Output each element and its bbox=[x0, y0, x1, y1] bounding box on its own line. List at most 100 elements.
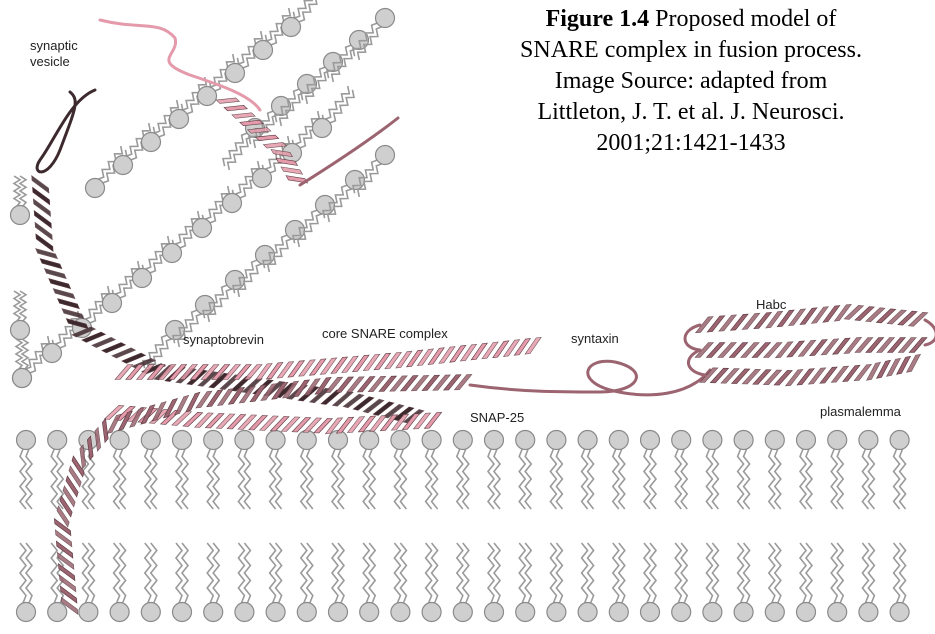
lipid-head-icon bbox=[114, 156, 133, 175]
lipid-tail bbox=[488, 449, 494, 509]
habc-helix-c bbox=[700, 354, 921, 386]
lipid-tail bbox=[88, 543, 94, 603]
lipid-head-icon bbox=[859, 431, 878, 450]
lipid-tail bbox=[26, 543, 32, 603]
label-synaptobrevin: synaptobrevin bbox=[183, 332, 264, 347]
label-synaptic: synaptic bbox=[30, 38, 78, 53]
lipid-tail bbox=[207, 449, 213, 509]
lipid-tail bbox=[463, 543, 469, 603]
lipid-head-icon bbox=[282, 18, 301, 37]
lipid-tail bbox=[675, 449, 681, 509]
lipid-head-icon bbox=[391, 431, 410, 450]
lipid-head-icon bbox=[141, 431, 160, 450]
lipid-head-icon bbox=[141, 603, 160, 622]
alpha-helix-icon bbox=[44, 269, 66, 279]
lipid-head-icon bbox=[253, 169, 272, 188]
figure-source-3: 2001;21:1421-1433 bbox=[452, 128, 930, 159]
lipid-tail bbox=[457, 449, 463, 509]
lipid-head-icon bbox=[360, 431, 379, 450]
lipid-tail bbox=[176, 449, 182, 509]
lipid-head-icon bbox=[329, 603, 348, 622]
lipid-head-icon bbox=[170, 110, 189, 129]
lipid-head-icon bbox=[609, 603, 628, 622]
lipid-head-icon bbox=[797, 603, 816, 622]
alpha-helix-icon bbox=[263, 142, 286, 148]
lipid-head-icon bbox=[173, 431, 192, 450]
alpha-helix-icon bbox=[62, 309, 84, 319]
lipid-head-icon bbox=[485, 603, 504, 622]
lipid-head-icon bbox=[223, 194, 242, 213]
lipid-head-icon bbox=[173, 603, 192, 622]
alpha-helix-icon bbox=[281, 167, 302, 174]
synaptobrevin-tail bbox=[37, 90, 95, 172]
lipid-tail bbox=[837, 543, 843, 603]
lipid-head-icon bbox=[360, 603, 379, 622]
figure-number: Figure 1.4 bbox=[546, 6, 650, 32]
lipid-tail bbox=[20, 449, 26, 509]
lipid-tail bbox=[228, 137, 252, 170]
lipid-head-icon bbox=[103, 294, 122, 313]
lipid-tail bbox=[681, 543, 687, 603]
lipid-tail bbox=[862, 449, 868, 509]
alpha-helix-icon bbox=[216, 98, 239, 104]
lipid-head-icon bbox=[641, 603, 660, 622]
lipid-tail bbox=[369, 543, 375, 603]
lipid-tail bbox=[51, 449, 57, 509]
lipid-head-icon bbox=[110, 603, 129, 622]
lipid-head-icon bbox=[828, 603, 847, 622]
alpha-helix-icon bbox=[58, 299, 80, 309]
lipid-tail bbox=[114, 449, 120, 509]
lipid-head-icon bbox=[703, 603, 722, 622]
figure-caption: Figure 1.4 Proposed model of SNARE compl… bbox=[452, 4, 930, 159]
lipid-head-icon bbox=[516, 431, 535, 450]
lipid-tail bbox=[182, 543, 188, 603]
lipid-head-icon bbox=[266, 603, 285, 622]
lipid-tail bbox=[550, 449, 556, 509]
lipid-head-icon bbox=[48, 431, 67, 450]
lipid-head-icon bbox=[313, 119, 332, 138]
lipid-head-icon bbox=[297, 431, 316, 450]
lipid-head-icon bbox=[765, 431, 784, 450]
lipid-head-icon bbox=[422, 603, 441, 622]
lipid-head-icon bbox=[110, 431, 129, 450]
lipid-head-icon bbox=[516, 603, 535, 622]
lipid-head-icon bbox=[453, 431, 472, 450]
label-habc: Habc bbox=[756, 297, 786, 312]
lipid-tail bbox=[800, 449, 806, 509]
figure-title: SNARE complex in fusion process. bbox=[452, 35, 930, 66]
figure-title-start: Proposed model of bbox=[655, 6, 836, 32]
lipid-tail bbox=[57, 543, 63, 603]
lipid-head-icon bbox=[346, 171, 365, 190]
label-plasmalemma: plasmalemma bbox=[820, 404, 901, 419]
lipid-head-icon bbox=[859, 603, 878, 622]
lipid-head-icon bbox=[166, 321, 185, 340]
lipid-tail bbox=[22, 339, 28, 369]
label-core-snare-complex: core SNARE complex bbox=[322, 326, 448, 341]
lipid-head-icon bbox=[193, 219, 212, 238]
lipid-head-icon bbox=[11, 321, 30, 340]
lipid-head-icon bbox=[48, 603, 67, 622]
lipid-head-icon bbox=[734, 603, 753, 622]
lipid-head-icon bbox=[765, 603, 784, 622]
lipid-tail bbox=[238, 449, 244, 509]
lipid-tail bbox=[868, 543, 874, 603]
alpha-helix-icon bbox=[53, 289, 75, 299]
lipid-tail bbox=[363, 449, 369, 509]
lipid-head-icon bbox=[17, 603, 36, 622]
lipid-tail bbox=[244, 543, 250, 603]
alpha-helix-icon bbox=[232, 113, 255, 119]
lipid-head-icon bbox=[734, 431, 753, 450]
lipid-head-icon bbox=[609, 431, 628, 450]
lipid-head-icon bbox=[297, 603, 316, 622]
alpha-helix-icon bbox=[36, 249, 58, 259]
lipid-tail bbox=[338, 543, 344, 603]
lipid-head-icon bbox=[376, 9, 395, 28]
lipid-tail bbox=[582, 449, 588, 509]
lipid-head-icon bbox=[17, 431, 36, 450]
lipid-head-icon bbox=[641, 431, 660, 450]
lipid-tail bbox=[394, 449, 400, 509]
lipid-head-icon bbox=[79, 603, 98, 622]
syntaxin-linker bbox=[470, 361, 710, 395]
lipid-head-icon bbox=[256, 246, 275, 265]
lipid-tail bbox=[894, 449, 900, 509]
